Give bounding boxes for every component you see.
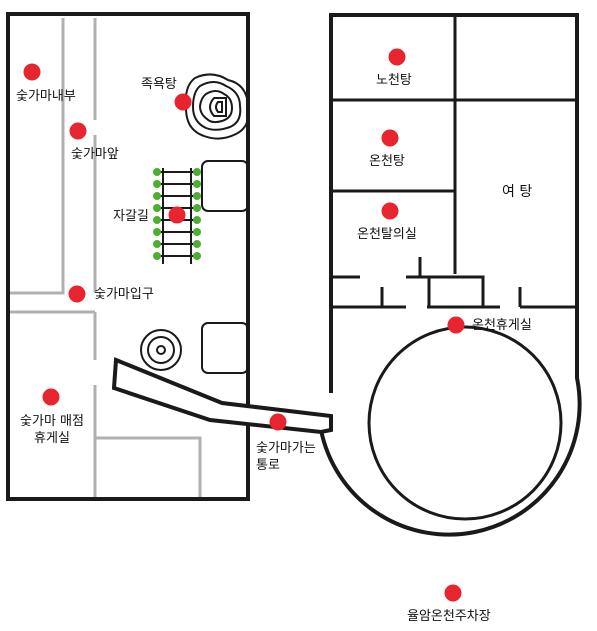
label-passage: 숯가마가는 통로	[256, 441, 316, 473]
label-hot-spring-bath: 온천탕	[369, 154, 405, 169]
marker-parking-lot	[444, 584, 462, 602]
right-building-wall	[319, 13, 582, 537]
label-hot-spring-changing-room: 온천탈의실	[357, 227, 417, 242]
marker-charcoal-kiln-shop	[42, 388, 60, 406]
location-markers	[23, 48, 465, 602]
label-parking-lot: 율암온천주차장	[407, 609, 491, 624]
hot-spring-pool-circle	[367, 325, 563, 521]
rounded-box-upper	[201, 160, 249, 212]
label-gravel-path: 자갈길	[113, 209, 149, 224]
marker-hot-spring-bath	[381, 129, 399, 147]
marker-passage	[269, 413, 287, 431]
label-hot-spring-lounge: 온천휴게실	[472, 318, 532, 333]
passage-corridor	[111, 357, 333, 435]
drain-circle	[140, 329, 182, 371]
marker-charcoal-kiln-entrance	[68, 285, 86, 303]
marker-changing-room	[381, 202, 399, 220]
label-foot-bath: 족욕탕	[141, 77, 177, 92]
label-charcoal-kiln-front: 숯가마앞	[71, 147, 119, 162]
marker-gravel-path	[168, 206, 186, 224]
interior-walls	[331, 15, 577, 309]
marker-charcoal-kiln-front	[69, 122, 87, 140]
label-charcoal-kiln-inside: 숯가마내부	[16, 89, 76, 104]
left-building-wall	[6, 12, 250, 501]
partition-lines	[8, 18, 202, 497]
label-charcoal-kiln-shop-lounge: 숯가마 매점 휴게실	[20, 414, 84, 446]
label-charcoal-kiln-entrance: 숯가마입구	[94, 287, 154, 302]
marker-charcoal-kiln-inside	[23, 63, 41, 81]
marker-open-air-bath	[388, 48, 406, 66]
rounded-box-lower	[201, 322, 249, 374]
label-open-air-bath: 노천탕	[376, 73, 412, 88]
label-womens-bath: 여 탕	[502, 184, 533, 200]
foot-bath-shape	[184, 73, 250, 140]
marker-foot-bath	[174, 93, 192, 111]
marker-hot-spring-lounge	[447, 316, 465, 334]
